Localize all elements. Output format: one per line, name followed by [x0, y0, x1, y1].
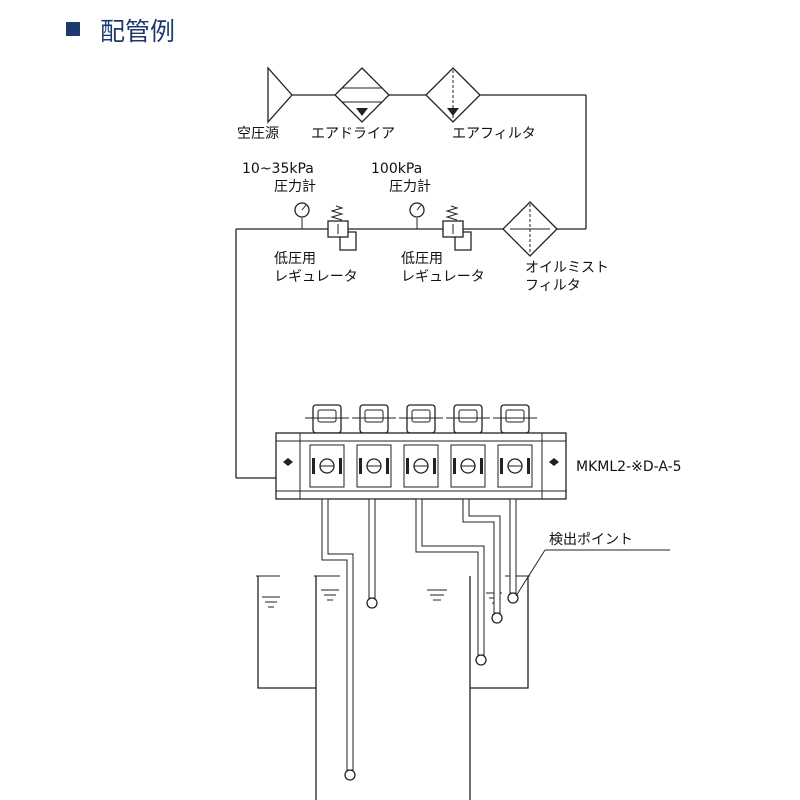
- manifold-module: [446, 404, 490, 434]
- pressure-gauge-icon: [409, 202, 425, 229]
- air-dryer-icon: [334, 67, 390, 123]
- manifold-station: [356, 444, 392, 488]
- regulator-icon: [327, 205, 357, 251]
- manifold-station: [450, 444, 486, 488]
- manifold-station: [403, 444, 439, 488]
- gauge2-name-label: 圧力計: [389, 179, 431, 195]
- manifold-unit: [275, 404, 567, 500]
- regulator2-label-line1: 低圧用: [401, 251, 443, 267]
- air-dryer-label: エアドライア: [311, 126, 395, 142]
- air-source-icon: [267, 66, 293, 124]
- pressure-gauge-icon: [294, 202, 310, 229]
- manifold-module: [305, 404, 349, 434]
- regulator1-label-line1: 低圧用: [274, 251, 316, 267]
- manifold-model-label: MKML2-※D-A-5: [576, 459, 682, 475]
- gauge2-range-label: 100kPa: [371, 161, 422, 177]
- manifold-station: [309, 444, 345, 488]
- oil-mist-filter-label-line2: フィルタ: [525, 278, 581, 294]
- gauge1-name-label: 圧力計: [274, 179, 316, 195]
- regulator-icon: [442, 205, 472, 251]
- top-air-line: [292, 94, 587, 230]
- detection-tubes: [321, 498, 519, 781]
- title-bullet: [66, 22, 80, 36]
- tank-middle: [314, 575, 471, 800]
- regulator2-label-line2: レギュレータ: [401, 269, 485, 285]
- detection-point-label: 検出ポイント: [549, 532, 633, 548]
- tank-left: [256, 575, 316, 689]
- manifold-station: [497, 444, 533, 488]
- oil-mist-filter-icon: [502, 201, 558, 257]
- manifold-module: [493, 404, 537, 434]
- regulator1-label-line2: レギュレータ: [274, 269, 358, 285]
- oil-mist-filter-label-line1: オイルミスト: [525, 260, 609, 276]
- air-filter-label: エアフィルタ: [452, 126, 536, 142]
- air-filter-icon: [425, 67, 481, 123]
- detection-point-callout: [515, 549, 670, 597]
- gauge1-range-label: 10~35kPa: [242, 161, 314, 177]
- manifold-module: [352, 404, 396, 434]
- manifold-module: [399, 404, 443, 434]
- page-title: 配管例: [100, 17, 175, 46]
- air-source-label: 空圧源: [237, 126, 279, 142]
